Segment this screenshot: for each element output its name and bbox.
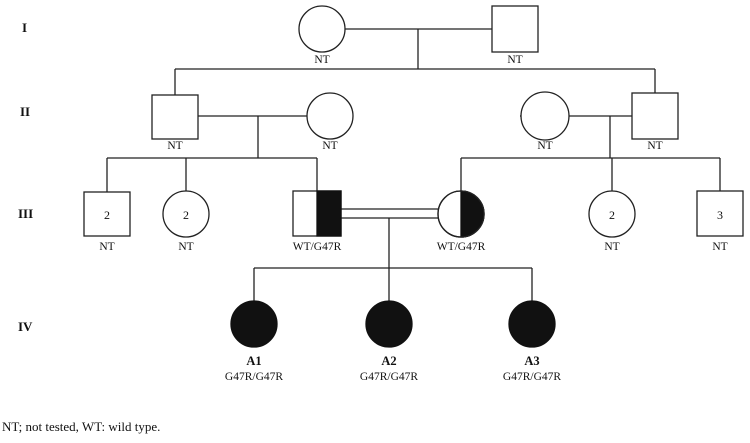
count-iii-5: 2	[609, 208, 615, 222]
status-ii-1: NT	[167, 140, 182, 152]
individual-ii-2-female	[306, 92, 354, 140]
id-iv-1: A1	[246, 354, 261, 368]
id-iv-2: A2	[381, 354, 396, 368]
individual-iii-6-male	[696, 190, 744, 237]
status-iii-3: WT/G47R	[293, 241, 342, 253]
footnote-legend: NT; not tested, WT: wild type.	[2, 419, 161, 434]
generation-label-i: I	[22, 20, 27, 35]
status-iii-2: NT	[178, 241, 193, 253]
individual-ii-4-male	[631, 92, 679, 140]
status-iv-3: G47R/G47R	[503, 371, 561, 383]
status-iii-6: NT	[712, 241, 727, 253]
individual-i-1-female	[298, 5, 346, 53]
carrier-half-iii-4	[460, 190, 485, 238]
carrier-half-iii-3	[316, 190, 342, 237]
individual-iii-5-female	[588, 190, 636, 238]
individual-iv-3-female-affected	[508, 300, 556, 348]
status-i-2: NT	[507, 54, 522, 66]
status-i-1: NT	[314, 54, 329, 66]
generation-label-iv: IV	[18, 319, 33, 334]
status-iv-1: G47R/G47R	[225, 371, 283, 383]
status-ii-2: NT	[322, 140, 337, 152]
generation-label-ii: II	[20, 104, 30, 119]
individual-i-2-male	[491, 5, 539, 53]
outline-iii-4	[437, 190, 485, 238]
status-ii-4: NT	[647, 140, 662, 152]
status-iii-5: NT	[604, 241, 619, 253]
id-iv-3: A3	[524, 354, 539, 368]
individual-ii-3-female	[520, 91, 570, 141]
count-iii-1: 2	[104, 208, 110, 222]
individual-ii-1-male	[151, 94, 199, 140]
individual-iv-2-female-affected	[365, 300, 413, 348]
status-iii-4: WT/G47R	[437, 241, 486, 253]
generation-label-iii: III	[18, 206, 33, 221]
individual-iii-2-female	[162, 190, 210, 238]
count-iii-2: 2	[183, 208, 189, 222]
status-iii-1: NT	[99, 241, 114, 253]
status-ii-3: NT	[537, 140, 552, 152]
individual-iv-1-female-affected	[230, 300, 278, 348]
count-iii-6: 3	[717, 208, 723, 222]
individual-iii-1-male	[83, 191, 131, 237]
status-iv-2: G47R/G47R	[360, 371, 418, 383]
